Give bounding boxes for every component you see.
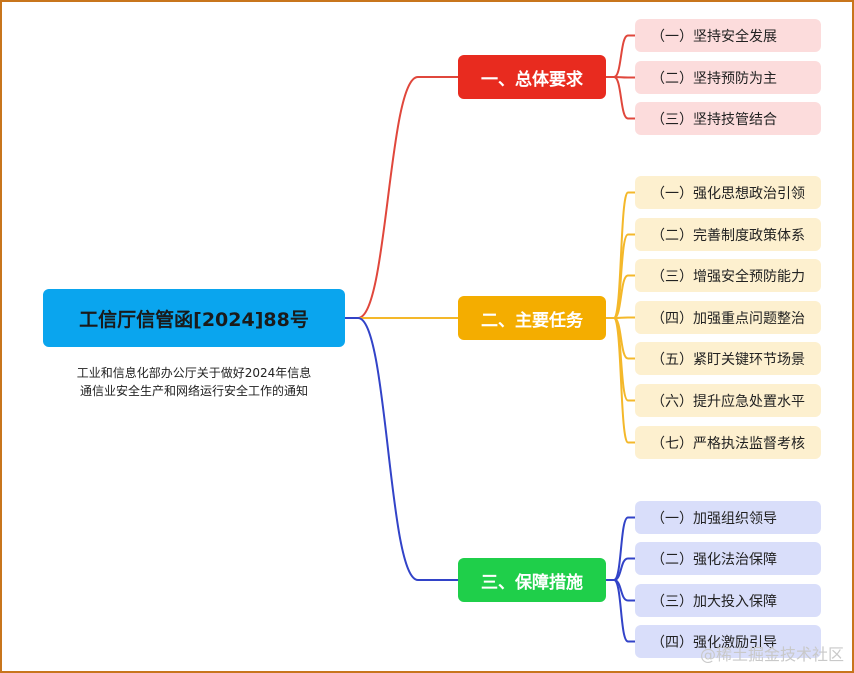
leaf-item: （二）强化法治保障 — [635, 542, 821, 575]
leaf-item: （六）提升应急处置水平 — [635, 384, 821, 417]
leaf-item: （三）坚持技管结合 — [635, 102, 821, 135]
leaf-item: （五）紧盯关键环节场景 — [635, 342, 821, 375]
branch-safeguards: 三、保障措施 — [458, 558, 606, 602]
leaf-item: （一）强化思想政治引领 — [635, 176, 821, 209]
branch-connector — [357, 317, 458, 581]
branch-connector — [357, 76, 458, 319]
root-title: 工信厅信管函[2024]88号 — [79, 308, 309, 331]
leaf-item: （四）强化激励引导 — [635, 625, 821, 658]
branch-label: 三、保障措施 — [481, 572, 583, 593]
leaf-item: （三）加大投入保障 — [635, 584, 821, 617]
leaf-item: （四）加强重点问题整治 — [635, 301, 821, 334]
leaf-item: （二）坚持预防为主 — [635, 61, 821, 94]
leaf-connector — [606, 579, 635, 643]
leaf-connector — [606, 34, 635, 78]
leaf-item: （三）增强安全预防能力 — [635, 259, 821, 292]
leaf-item: （一）加强组织领导 — [635, 501, 821, 534]
leaf-connector — [606, 76, 635, 120]
branch-label: 二、主要任务 — [481, 310, 583, 331]
root-node: 工信厅信管函[2024]88号 — [43, 289, 345, 347]
leaf-item: （二）完善制度政策体系 — [635, 218, 821, 251]
branch-main-tasks: 二、主要任务 — [458, 296, 606, 340]
leaf-item: （七）严格执法监督考核 — [635, 426, 821, 459]
leaf-item: （一）坚持安全发展 — [635, 19, 821, 52]
root-subtitle: 工业和信息化部办公厅关于做好2024年信息 通信业安全生产和网络运行安全工作的通… — [43, 364, 345, 400]
branch-general-requirements: 一、总体要求 — [458, 55, 606, 99]
branch-label: 一、总体要求 — [481, 69, 583, 90]
subtitle-line-1: 工业和信息化部办公厅关于做好2024年信息 — [76, 366, 312, 380]
leaf-connector — [606, 317, 635, 444]
subtitle-line-2: 通信业安全生产和网络运行安全工作的通知 — [79, 384, 308, 398]
watermark: @稀土掘金技术社区 — [699, 645, 844, 664]
